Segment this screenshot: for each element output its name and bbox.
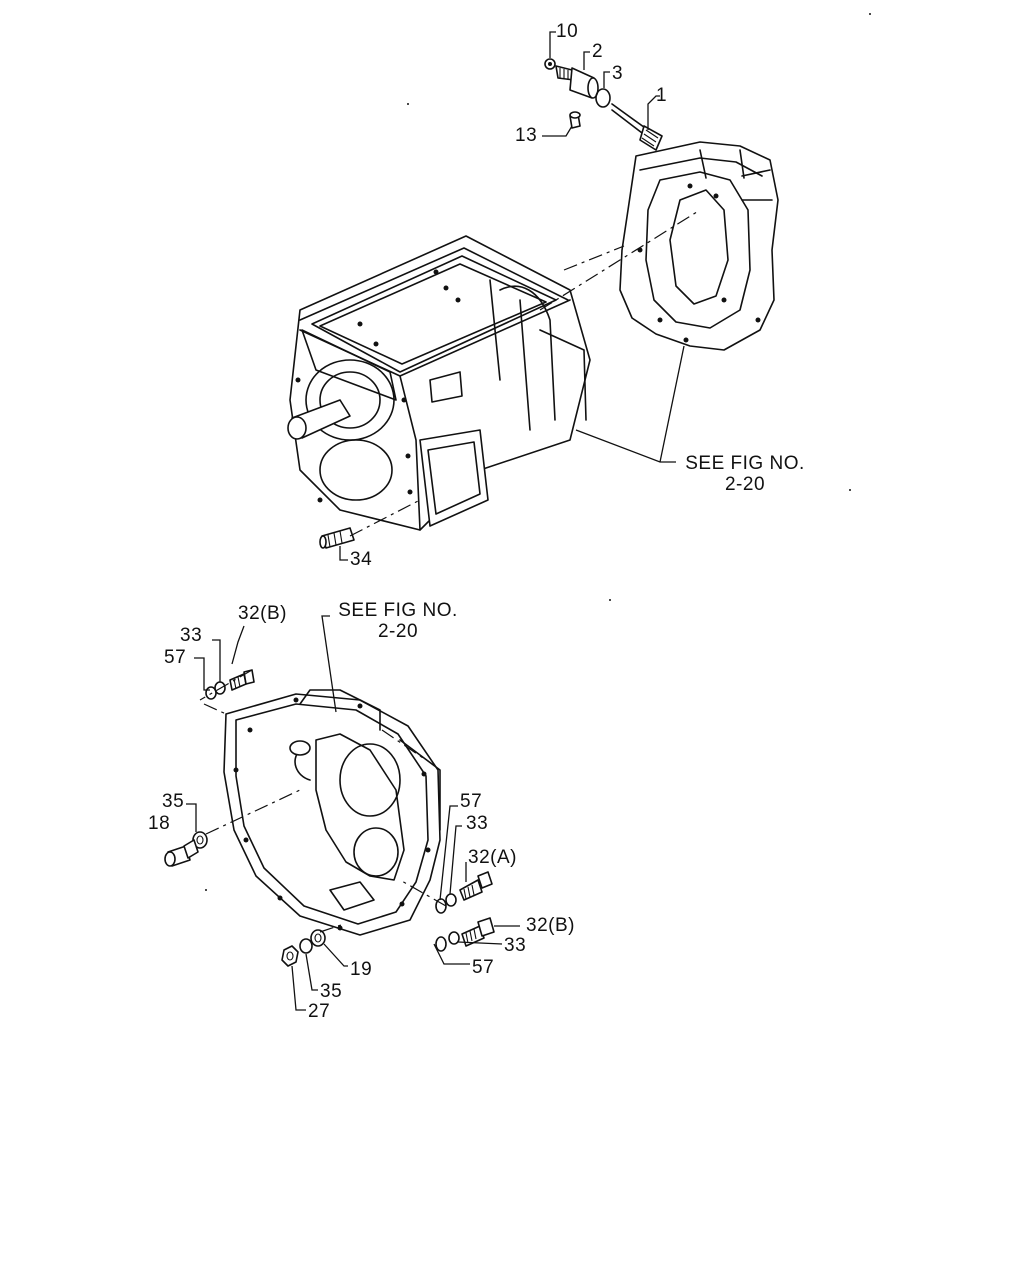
reference-lower-line2: 2-20 (377, 621, 419, 642)
part-3-o-ring (595, 88, 611, 108)
leader-lines (186, 31, 685, 1011)
callout-57-right: 57 (460, 791, 483, 812)
reference-upper: SEE FIG NO. 2-20 (680, 453, 810, 495)
callout-32b-top: 32(B) (238, 603, 287, 624)
alignment-lines (199, 209, 701, 933)
callout-33-top: 33 (180, 625, 203, 646)
callout-1: 1 (656, 85, 668, 106)
reference-upper-line2: 2-20 (724, 474, 766, 495)
callout-35-low: 35 (320, 981, 343, 1002)
callout-32b-right: 32(B) (526, 915, 575, 936)
part-34-stud (319, 527, 355, 549)
part-57-washer-low (435, 936, 447, 952)
part-1-speedometer-shaft (611, 103, 663, 151)
callout-10: 10 (556, 21, 579, 42)
scan-specks (205, 13, 871, 891)
part-35-washer-low (299, 938, 313, 954)
callout-2: 2 (592, 41, 604, 62)
upper-clutch-housing (619, 141, 779, 351)
part-18-bolt (164, 839, 199, 867)
callout-57-low: 57 (472, 957, 495, 978)
callout-33-low: 33 (504, 935, 527, 956)
part-32a-bolt (459, 871, 493, 901)
part-10-plug (544, 58, 556, 70)
part-33-washer-low (448, 931, 460, 945)
callout-34: 34 (350, 549, 373, 570)
callout-13: 13 (515, 125, 538, 146)
reference-upper-line1: SEE FIG NO. (685, 453, 805, 474)
callout-19: 19 (350, 959, 373, 980)
reference-lower-line1: SEE FIG NO. (338, 600, 458, 621)
callout-18: 18 (148, 813, 171, 834)
callout-32a: 32(A) (468, 847, 517, 868)
reference-lower: SEE FIG NO. 2-20 (330, 600, 466, 642)
part-33-washer-right (445, 893, 457, 907)
callout-57-top: 57 (164, 647, 187, 668)
lower-flywheel-housing (223, 689, 441, 936)
part-2-sleeve (555, 65, 599, 99)
part-13-screw (569, 111, 581, 129)
callout-35-left: 35 (162, 791, 185, 812)
part-32b-bolt-right (461, 917, 495, 947)
callout-27: 27 (308, 1001, 331, 1022)
callout-33-right: 33 (466, 813, 489, 834)
transmission-case (287, 235, 591, 531)
part-57-washer-top (205, 686, 217, 700)
part-27-nut (281, 945, 299, 967)
callout-3: 3 (612, 63, 624, 84)
part-19-washer (310, 929, 326, 947)
